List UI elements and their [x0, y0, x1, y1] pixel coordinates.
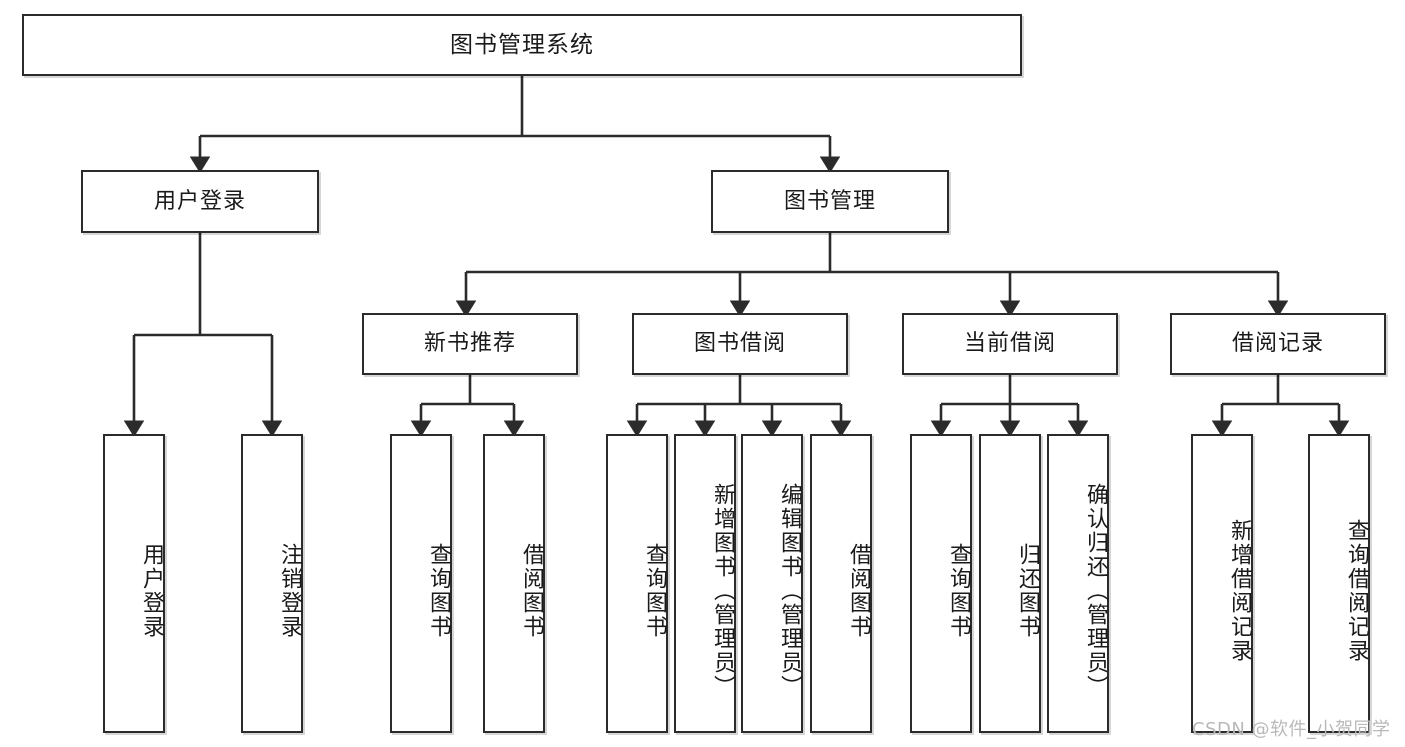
- node-label: 查询图书: [426, 542, 451, 639]
- leaf-confirm-return-admin: 确认归还（管理员）: [1047, 434, 1109, 733]
- node-label: 用户登录: [139, 542, 164, 639]
- node-label: 图书借阅: [693, 331, 786, 357]
- node-new-book-recommend: 新书推荐: [362, 313, 578, 375]
- leaf-edit-book-admin: 编辑图书（管理员）: [741, 434, 803, 733]
- node-user-login: 用户登录: [81, 170, 319, 233]
- leaf-query-book-current: 查询图书: [910, 434, 972, 733]
- node-borrow-record: 借阅记录: [1170, 313, 1386, 375]
- node-book-management: 图书管理: [711, 170, 949, 233]
- leaf-add-book-admin: 新增图书（管理员）: [674, 434, 736, 733]
- node-label: 注销登录: [277, 542, 302, 639]
- node-label: 借阅记录: [1231, 331, 1324, 357]
- node-label: 当前借阅: [963, 331, 1056, 357]
- node-label: 查询借阅记录: [1344, 518, 1369, 663]
- leaf-user-login: 用户登录: [103, 434, 165, 733]
- node-label: 借阅图书: [846, 542, 871, 639]
- node-label: 新增图书（管理员）: [710, 482, 735, 699]
- leaf-query-book-recommend: 查询图书: [390, 434, 452, 733]
- node-label: 新增借阅记录: [1227, 518, 1252, 663]
- leaf-query-borrow-record: 查询借阅记录: [1308, 434, 1370, 733]
- node-label: 新书推荐: [423, 331, 516, 357]
- leaf-borrow-book-recommend: 借阅图书: [483, 434, 545, 733]
- node-current-borrow: 当前借阅: [902, 313, 1118, 375]
- node-label: 确认归还（管理员）: [1083, 482, 1108, 699]
- node-label: 图书管理: [783, 188, 876, 214]
- leaf-query-book-borrow: 查询图书: [606, 434, 668, 733]
- leaf-return-book: 归还图书: [979, 434, 1041, 733]
- leaf-logout: 注销登录: [241, 434, 303, 733]
- node-label: 编辑图书（管理员）: [777, 482, 802, 699]
- leaf-add-borrow-record: 新增借阅记录: [1191, 434, 1253, 733]
- node-label: 查询图书: [642, 542, 667, 639]
- node-root: 图书管理系统: [22, 14, 1022, 76]
- node-label: 用户登录: [153, 188, 246, 214]
- node-label: 归还图书: [1015, 542, 1040, 639]
- leaf-borrow-book: 借阅图书: [810, 434, 872, 733]
- node-book-borrow: 图书借阅: [632, 313, 848, 375]
- node-label: 查询图书: [946, 542, 971, 639]
- node-label: 借阅图书: [519, 542, 544, 639]
- node-label: 图书管理系统: [450, 31, 594, 58]
- watermark-text: CSDN @软件_小贺同学: [1192, 719, 1391, 740]
